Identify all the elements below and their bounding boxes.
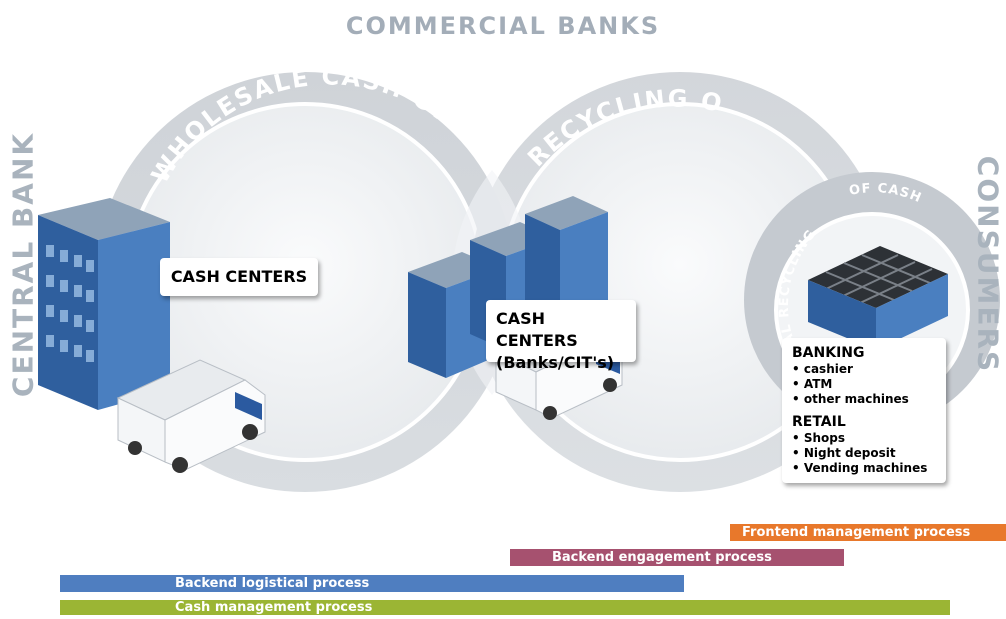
backend-logistical-process-bar: Backend logistical process — [60, 575, 684, 592]
retail-title: RETAIL — [792, 414, 846, 430]
banking-title: BANKING — [792, 345, 865, 361]
retail-item: • Shops — [792, 431, 846, 445]
retail-item: • Vending machines — [792, 461, 928, 475]
consumers-label: CONSUMERS — [971, 155, 1005, 374]
left-van-icon — [116, 359, 266, 473]
commercial-banks-label: COMMERCIAL BANKS — [345, 12, 661, 40]
cash-centers-mid-title: CASH CENTERS — [496, 309, 578, 350]
central-bank-label: CENTRAL BANK — [6, 131, 40, 398]
banking-item: • ATM — [792, 377, 833, 391]
consumer-building-icon — [808, 246, 948, 350]
banking-item: • cashier — [792, 362, 853, 376]
cash-management-process-bar: Cash management process — [60, 600, 950, 615]
cash-centers-mid-subtitle: (Banks/CIT's) — [496, 353, 615, 372]
consumer-channels-box: BANKING • cashier • ATM • other machines… — [782, 338, 946, 483]
retail-item: • Night deposit — [792, 446, 896, 460]
cash-centers-left-box: CASH CENTERS — [160, 258, 318, 296]
cash-centers-mid-box: CASH CENTERS (Banks/CIT's) — [486, 300, 636, 372]
central-bank-building-icon — [38, 198, 170, 410]
backend-engagement-process-bar: Backend engagement process — [510, 549, 844, 566]
banking-item: • other machines — [792, 392, 909, 406]
frontend-management-process-bar: Frontend management process — [730, 524, 1006, 541]
